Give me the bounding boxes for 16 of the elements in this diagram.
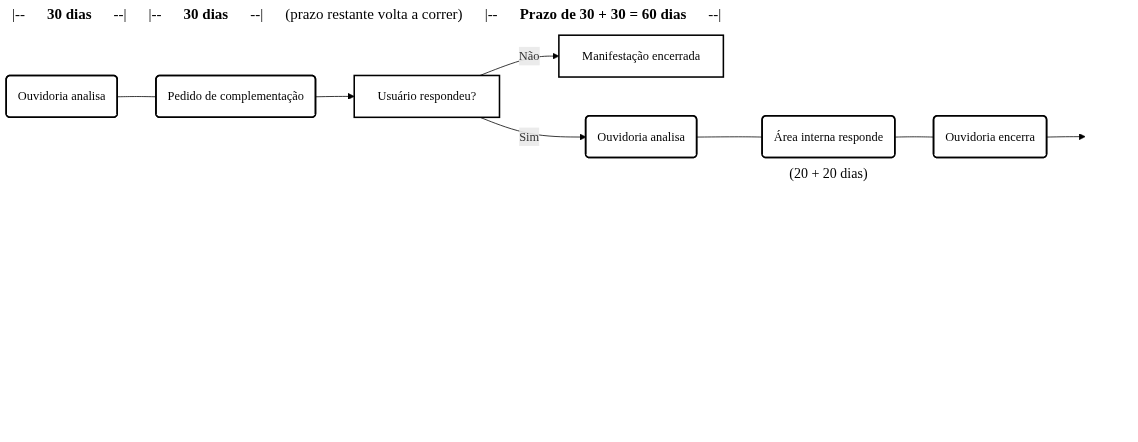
connector <box>696 136 763 138</box>
note-text: Prazo de 30 + 30 = 60 dias <box>519 6 687 23</box>
bracket-mark: |-- <box>12 6 25 23</box>
bracket-mark: |-- <box>484 6 498 23</box>
note-text: (prazo restante volta a correr) <box>285 6 463 23</box>
edge-label: Não <box>518 49 540 63</box>
note-text: 30 dias <box>183 6 229 23</box>
bracket-mark: --| <box>250 6 264 23</box>
bracket-mark: |-- <box>148 6 162 23</box>
note-text: (20 + 20 dias) <box>789 165 868 182</box>
node-box: Usuário respondeu? <box>353 74 501 119</box>
node-box: Manifestação encerrada <box>558 34 725 78</box>
note-text: 30 dias <box>47 6 92 23</box>
bracket-mark: --| <box>113 6 127 23</box>
bracket-mark: --| <box>708 6 722 23</box>
edge-label: Sim <box>519 129 540 143</box>
